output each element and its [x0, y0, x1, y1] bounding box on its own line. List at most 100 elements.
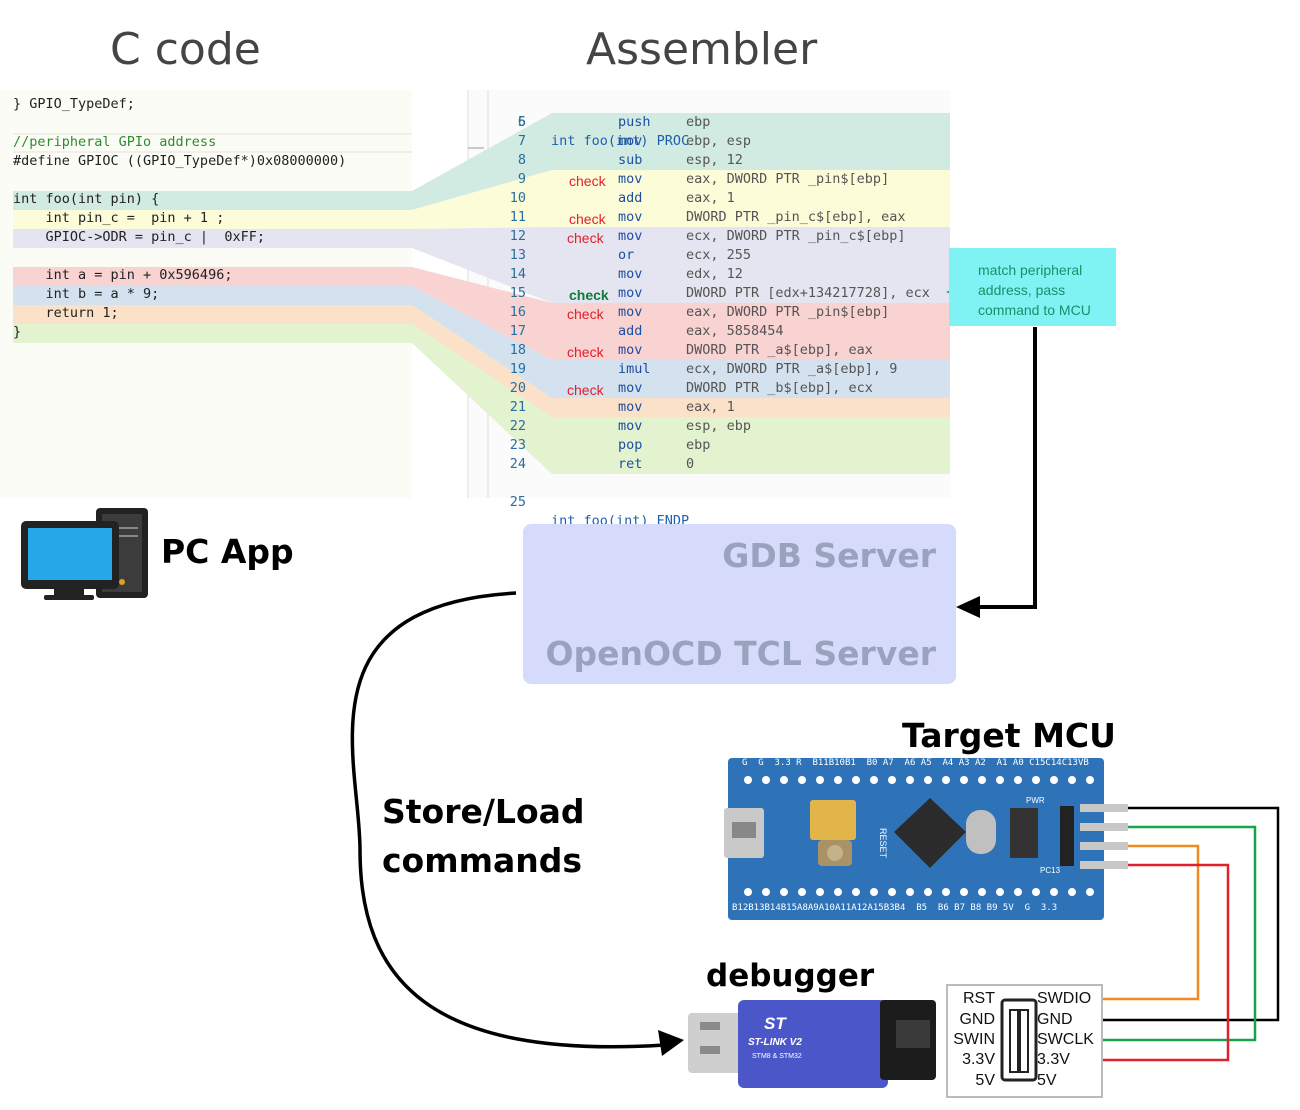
band-peach [13, 305, 950, 417]
asm-opcode: mov [618, 418, 643, 434]
target-mcu-label: Target MCU [902, 716, 1116, 755]
c-code-line: } GPIO_TypeDef; [13, 96, 135, 112]
asm-opcode: mov [618, 133, 643, 149]
asm-line-number: 20 [509, 380, 526, 396]
wire-green [1103, 825, 1257, 1042]
asm-operands: eax, DWORD PTR _pin$[ebp] [686, 304, 890, 320]
board-bottom-pins: B12B13B14B15A8A9A10A11A12A15B3B4 B5 B6 B… [732, 903, 1058, 913]
gdb-server-label: GDB Server [722, 536, 936, 575]
asm-row: 22 mov esp, ebp [0, 417, 950, 436]
asm-opcode: mov [618, 342, 643, 358]
c-code-a: int a = pin + 0x596496; [13, 267, 233, 283]
asm-opcode: pop [618, 437, 643, 453]
store-load-label-1: Store/Load [382, 792, 585, 831]
wire-red [1103, 863, 1230, 1062]
asm-line-number: 9 [517, 171, 526, 187]
asm-operands: DWORD PTR _pin_c$[ebp], eax [686, 209, 906, 225]
c-code-func-start: int foo(int pin) { [13, 191, 160, 207]
asm-opcode: add [618, 323, 643, 339]
asm-opcode: push [618, 114, 651, 130]
asm-opcode: sub [618, 152, 643, 168]
asm-proc-label: int foo(int) PROC [551, 133, 690, 149]
asm-opcode: mov [618, 228, 643, 244]
stlink-model: ST-LINK V2 [748, 1037, 802, 1048]
wire-orange [1103, 844, 1200, 1001]
c-code-return: return 1; [13, 305, 119, 321]
asm-line-number: 8 [517, 152, 526, 168]
check-label: check [567, 382, 604, 398]
asm-operands: eax, DWORD PTR _pin$[ebp] [686, 171, 890, 187]
check-label: check [569, 287, 609, 303]
stlink-sub: STM8 & STM32 [752, 1053, 802, 1060]
asm-operands: DWORD PTR [edx+134217728], ecx [686, 285, 930, 301]
annotation-box: match peripheral address, pass command t… [949, 248, 1116, 326]
c-code-func-end: } [13, 324, 22, 340]
connector-pin-right: GND [1037, 1011, 1073, 1028]
annotation-to-server-arrow [975, 327, 1037, 609]
asm-header: 5 int foo(int) PROC [0, 94, 950, 149]
asm-operands: ecx, DWORD PTR _a$[ebp], 9 [686, 361, 898, 377]
asm-line-number: 22 [509, 418, 526, 434]
c-code-b: int b = a * 9; [13, 286, 160, 302]
asm-line-number: 13 [509, 247, 526, 263]
asm-opcode: ret [618, 456, 643, 472]
openocd-server-label: OpenOCD TCL Server [545, 634, 936, 673]
c-code-title: C code [110, 24, 261, 75]
asm-operands: ebp, esp [686, 133, 752, 149]
stlink-dongle [688, 1000, 936, 1088]
asm-operands: DWORD PTR _a$[ebp], eax [686, 342, 873, 358]
asm-opcode: mov [618, 304, 643, 320]
band-teal [13, 113, 950, 210]
asm-opcode: mov [618, 171, 643, 187]
connector-pin-left: RST [963, 990, 995, 1007]
check-label: check [567, 230, 604, 246]
asm-line-number: 15 [509, 285, 526, 301]
store-load-curve [350, 591, 666, 1049]
asm-line-number: 11 [509, 209, 526, 225]
asm-line-number: 14 [509, 266, 526, 282]
c-code-comment: //peripheral GPIo address [13, 134, 217, 150]
connector-pin-right: SWCLK [1037, 1031, 1094, 1048]
annotation-line: match peripheral [978, 262, 1083, 278]
wire-black [1103, 806, 1280, 1022]
asm-opcode: mov [618, 399, 643, 415]
asm-opcode: mov [618, 380, 643, 396]
check-label: check [567, 306, 604, 322]
store-load-label-2: commands [382, 841, 583, 880]
asm-operands: esp, 12 [686, 152, 743, 168]
asm-operands: 0 [686, 456, 695, 472]
asm-line-number: 7 [517, 133, 526, 149]
band-green [13, 324, 950, 474]
asm-opcode: or [618, 247, 635, 263]
check-label: check [569, 211, 606, 227]
arrow-head-server [956, 596, 980, 618]
arrow-head-debugger [658, 1030, 684, 1056]
asm-operands: esp, ebp [686, 418, 752, 434]
asm-opcode: mov [618, 266, 643, 282]
stlink-brand: ST [764, 1014, 786, 1033]
connector-pin-right: 5V [1037, 1072, 1057, 1089]
connector-pin-left: 3.3V [962, 1051, 995, 1068]
asm-line-number: 21 [509, 399, 526, 415]
asm-operands: ebp [686, 437, 711, 453]
connector-pin-right: SWDIO [1037, 990, 1092, 1007]
asm-line-number: 17 [509, 323, 526, 339]
debugger-label: debugger [706, 958, 875, 994]
asm-operands: ecx, DWORD PTR _pin_c$[ebp] [686, 228, 906, 244]
asm-footer: 25 int foo(int) ENDP [0, 474, 950, 529]
pc-icon [21, 508, 148, 600]
c-code-pin-c: int pin_c = pin + 1 ; [13, 210, 225, 226]
asm-opcode: mov [618, 285, 643, 301]
asm-opcode: add [618, 190, 643, 206]
